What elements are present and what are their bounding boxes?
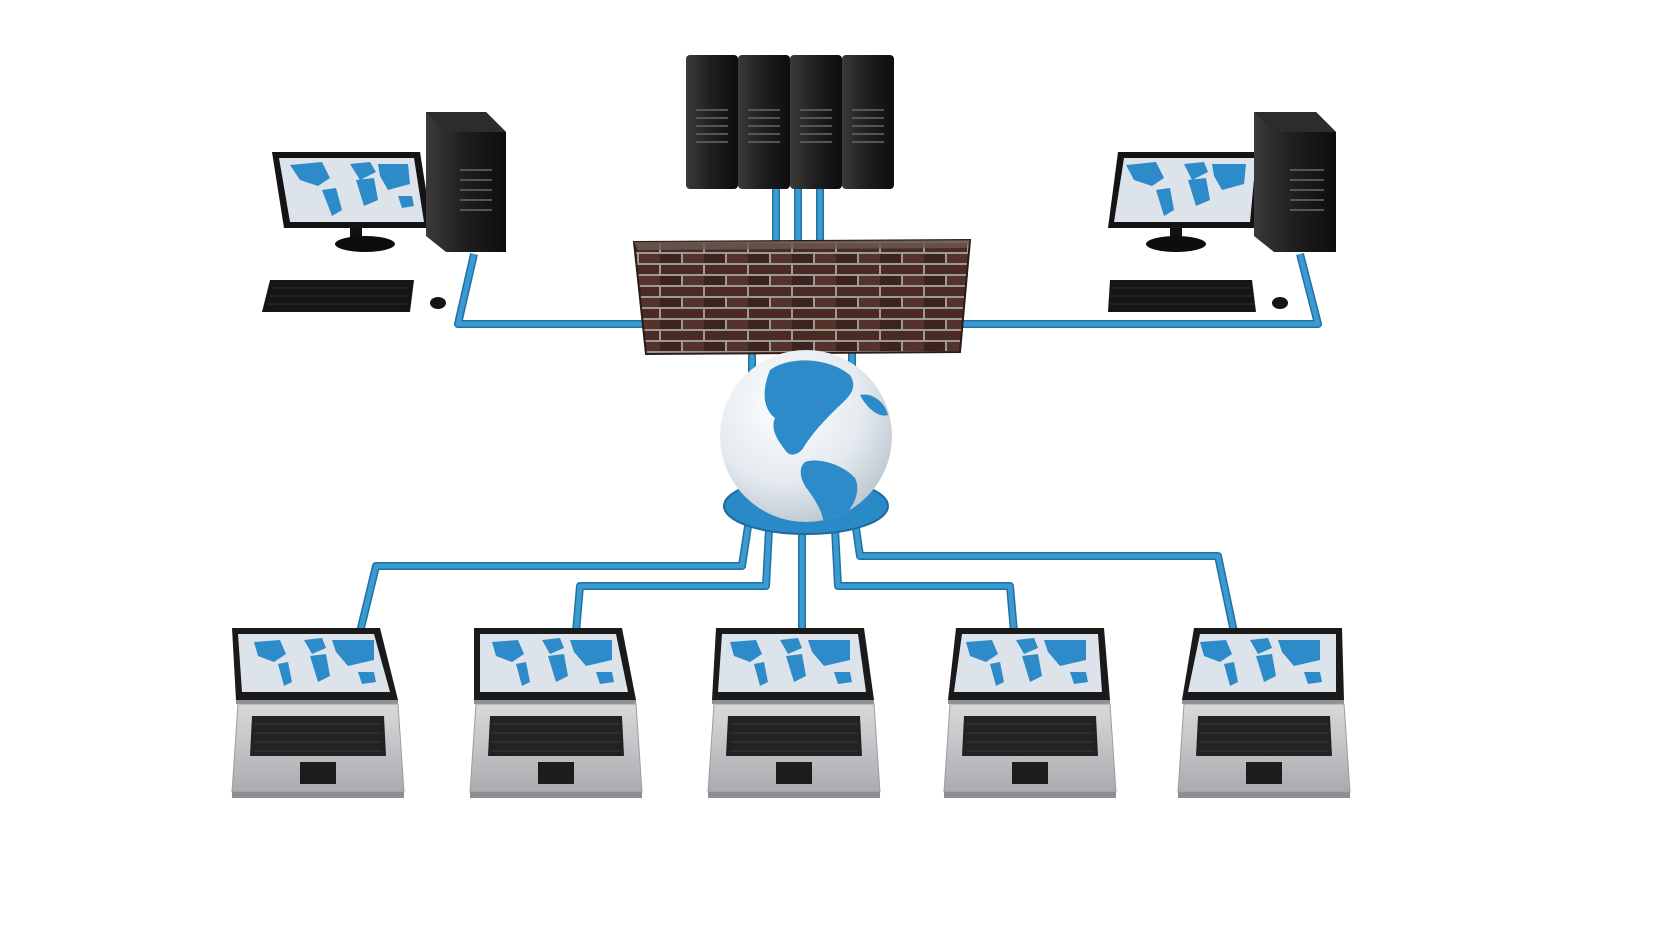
- cable-laptop-2: [572, 509, 774, 633]
- world-map-icon: [1200, 638, 1322, 686]
- keyboard: [262, 280, 414, 312]
- laptop-trackpad: [1246, 762, 1282, 784]
- cable-laptop-5: [848, 499, 1238, 633]
- desktop-workstation-left: [262, 112, 506, 312]
- server-tower-2: [738, 55, 790, 189]
- laptop-3: [707, 628, 881, 798]
- server-tower-1: [686, 55, 738, 189]
- laptop-keyboard: [250, 716, 386, 756]
- laptop-5: [1177, 628, 1351, 798]
- server-tower-3: [790, 55, 842, 189]
- laptop-keyboard: [488, 716, 624, 756]
- keyboard: [1108, 280, 1256, 312]
- internet-globe-icon: [720, 350, 892, 535]
- laptop-trackpad: [300, 762, 336, 784]
- monitor: [1108, 152, 1262, 252]
- desktop-workstation-right: [1108, 112, 1336, 312]
- world-map-icon: [254, 638, 376, 686]
- laptop-4: [943, 628, 1117, 798]
- mouse: [1272, 297, 1288, 309]
- tower: [1254, 112, 1336, 252]
- firewall-brick-wall: [632, 238, 972, 356]
- server-tower-4: [842, 55, 894, 189]
- world-map-icon: [966, 638, 1088, 686]
- monitor: [272, 152, 432, 252]
- world-map-icon: [730, 638, 852, 686]
- laptop-keyboard: [1196, 716, 1332, 756]
- laptop-keyboard: [726, 716, 862, 756]
- laptop-2: [469, 628, 643, 798]
- tower: [426, 112, 506, 252]
- server-rack: [686, 55, 894, 189]
- laptop-1: [231, 628, 405, 798]
- world-map-icon: [492, 638, 614, 686]
- laptop-trackpad: [776, 762, 812, 784]
- cable-left-desktop: [454, 253, 644, 328]
- laptop-keyboard: [962, 716, 1098, 756]
- mouse: [430, 297, 446, 309]
- laptop-trackpad: [1012, 762, 1048, 784]
- laptop-trackpad: [538, 762, 574, 784]
- cable-laptop-4: [830, 509, 1018, 633]
- laptops: [231, 628, 1351, 798]
